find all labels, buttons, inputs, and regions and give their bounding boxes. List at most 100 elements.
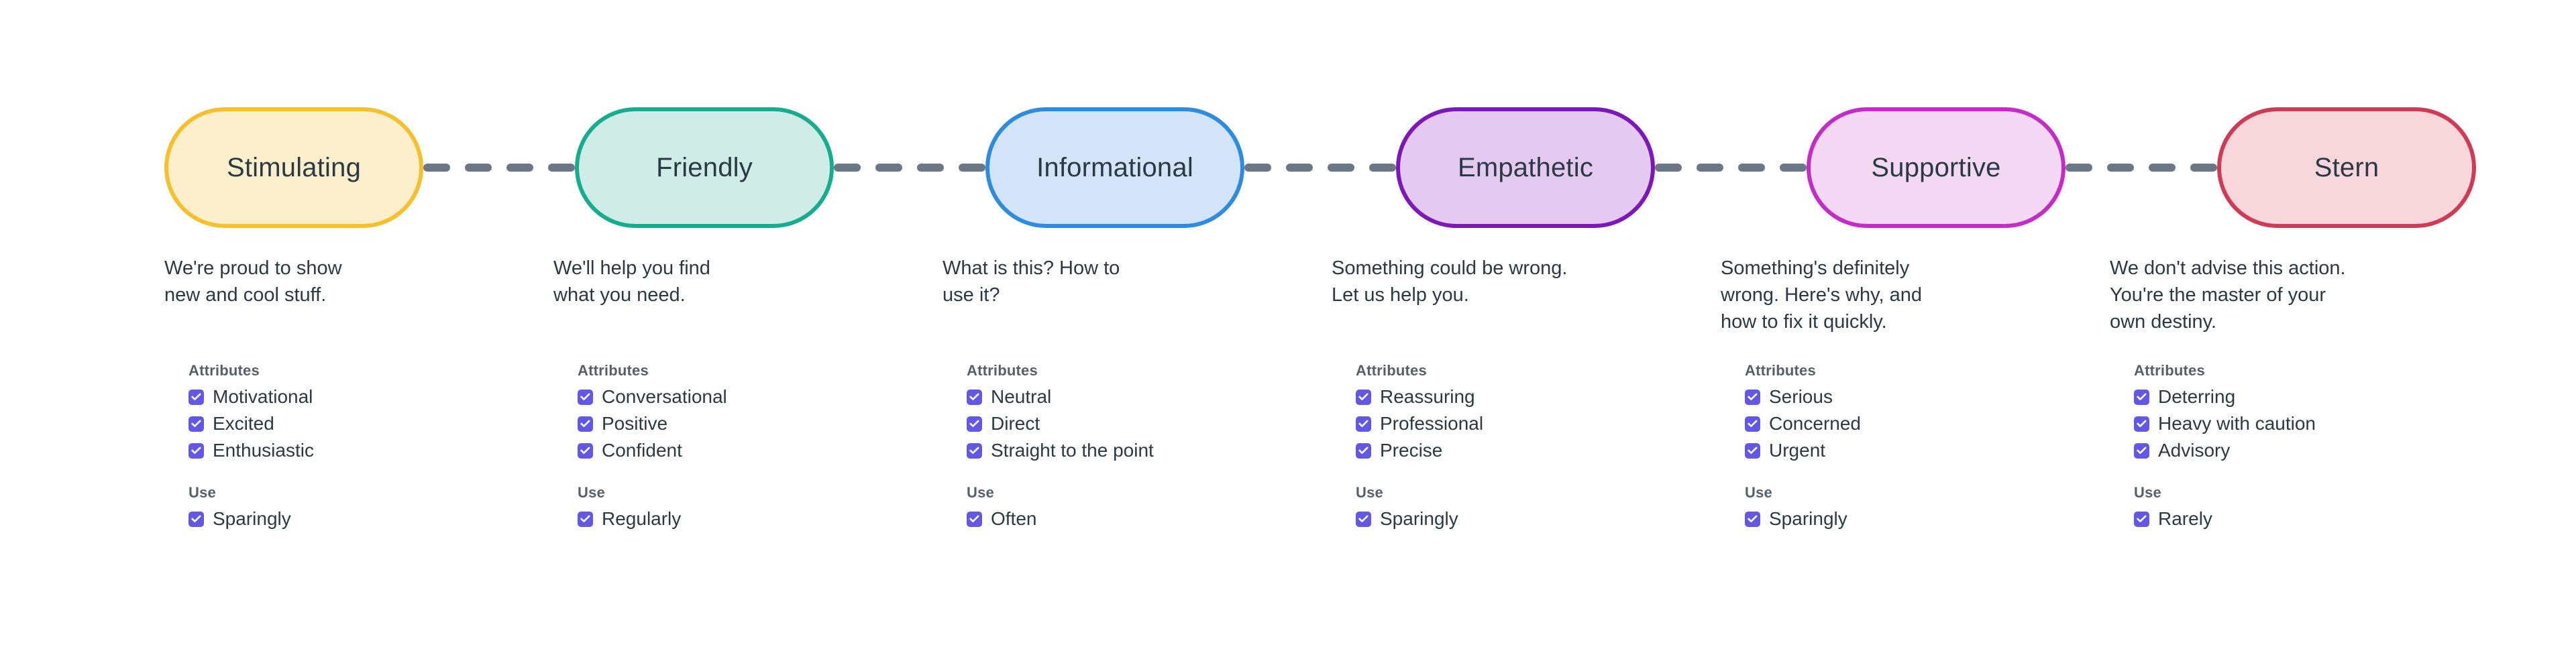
checkbox-row[interactable]: Rarely (2134, 506, 2483, 532)
checkbox-checked-icon[interactable] (2134, 511, 2149, 527)
use-heading: Use (967, 484, 994, 501)
tone-description: We don't advise this action. You're the … (2110, 257, 2346, 333)
use-heading: Use (1356, 484, 1383, 501)
checkbox-label: Concerned (1769, 413, 1861, 434)
checkbox-row[interactable]: Conversational (578, 384, 926, 410)
checkbox-checked-icon[interactable] (967, 416, 982, 432)
checkbox-row[interactable]: Reassuring (1356, 384, 1705, 410)
checkbox-row[interactable]: Precise (1356, 437, 1705, 464)
checkbox-label: Motivational (213, 386, 313, 407)
checkbox-checked-icon[interactable] (1356, 442, 1371, 459)
dash-segment (2149, 164, 2176, 172)
checkbox-row[interactable]: Advisory (2134, 437, 2483, 464)
checkbox-checked-icon[interactable] (967, 511, 982, 527)
checkbox-checked-icon[interactable] (2134, 389, 2149, 405)
checkbox-label: Reassuring (1380, 386, 1475, 407)
checkbox-checked-icon[interactable] (1356, 416, 1371, 432)
checkbox-checked-icon[interactable] (189, 442, 204, 459)
checkbox-row[interactable]: Concerned (1745, 410, 2094, 437)
checkbox-label: Neutral (991, 386, 1052, 407)
tone-pill-informational[interactable]: Informational (985, 107, 1244, 228)
dash-segment (2065, 164, 2092, 172)
checkbox-checked-icon[interactable] (1745, 511, 1760, 527)
checkbox-checked-icon[interactable] (578, 416, 593, 432)
checkbox-row[interactable]: Often (967, 506, 1316, 532)
dash-segment (1244, 164, 1271, 172)
tone-pill-stern[interactable]: Stern (2217, 107, 2476, 228)
checkbox-checked-icon[interactable] (1745, 389, 1760, 405)
checkbox-row[interactable]: Deterring (2134, 384, 2483, 410)
tone-pill-label: Stimulating (226, 153, 362, 182)
checkbox-label: Professional (1380, 413, 1484, 434)
use-heading: Use (189, 484, 216, 501)
checkbox-label: Enthusiastic (213, 440, 314, 461)
checkbox-checked-icon[interactable] (2134, 416, 2149, 432)
tone-pill-empathetic[interactable]: Empathetic (1396, 107, 1655, 228)
checkbox-label: Sparingly (1380, 508, 1458, 529)
checkbox-checked-icon[interactable] (2134, 442, 2149, 459)
checkbox-row[interactable]: Direct (967, 410, 1316, 437)
tone-pill-stimulating[interactable]: Stimulating (164, 107, 423, 228)
checkbox-row[interactable]: Urgent (1745, 437, 2094, 464)
checkbox-checked-icon[interactable] (967, 442, 982, 459)
dash-segment (548, 164, 575, 172)
dash-segment (465, 164, 492, 172)
checkbox-row[interactable]: Sparingly (1356, 506, 1705, 532)
checkbox-row[interactable]: Regularly (578, 506, 926, 532)
checkbox-row[interactable]: Positive (578, 410, 926, 437)
dashed-line-icon (1244, 164, 1396, 172)
tone-pill-friendly[interactable]: Friendly (575, 107, 834, 228)
checkbox-checked-icon[interactable] (1356, 389, 1371, 405)
checkbox-row[interactable]: Excited (189, 410, 537, 437)
dash-segment (875, 164, 902, 172)
checkbox-row[interactable]: Motivational (189, 384, 537, 410)
checkbox-checked-icon[interactable] (189, 511, 204, 527)
checkbox-label: Deterring (2158, 386, 2236, 407)
dash-segment (2107, 164, 2134, 172)
dash-segment (1328, 164, 1354, 172)
checkbox-label: Advisory (2158, 440, 2231, 461)
attributes-heading: Attributes (1356, 362, 1427, 379)
checkbox-label: Excited (213, 413, 274, 434)
tone-pill-row: Stimulating Friendly Informational Empathet… (164, 107, 2476, 228)
dashed-line-icon (2065, 164, 2217, 172)
dashed-line-icon (834, 164, 985, 172)
checkbox-row[interactable]: Straight to the point (967, 437, 1316, 464)
checkbox-row[interactable]: Neutral (967, 384, 1316, 410)
checkbox-checked-icon[interactable] (967, 389, 982, 405)
checkbox-checked-icon[interactable] (578, 511, 593, 527)
checkbox-row[interactable]: Heavy with caution (2134, 410, 2483, 437)
checkbox-row[interactable]: Professional (1356, 410, 1705, 437)
attributes-heading: Attributes (2134, 362, 2205, 379)
checkbox-row[interactable]: Sparingly (189, 506, 537, 532)
attributes-heading: Attributes (967, 362, 1038, 379)
checkbox-row[interactable]: Serious (1745, 384, 2094, 410)
tone-description: Something could be wrong. Let us help yo… (1332, 257, 1568, 306)
checkbox-label: Regularly (602, 508, 682, 529)
checkbox-row[interactable]: Confident (578, 437, 926, 464)
dash-segment (2190, 164, 2217, 172)
tone-pill-label: Supportive (1871, 153, 2001, 182)
checkbox-checked-icon[interactable] (1745, 416, 1760, 432)
checkbox-checked-icon[interactable] (578, 389, 593, 405)
attributes-heading: Attributes (1745, 362, 1816, 379)
tone-pill-supportive[interactable]: Supportive (1807, 107, 2065, 228)
checkbox-checked-icon[interactable] (189, 416, 204, 432)
checkbox-checked-icon[interactable] (1356, 511, 1371, 527)
checkbox-row[interactable]: Enthusiastic (189, 437, 537, 464)
checkbox-row[interactable]: Sparingly (1745, 506, 2094, 532)
checkbox-checked-icon[interactable] (189, 389, 204, 405)
checkbox-checked-icon[interactable] (578, 442, 593, 459)
checkbox-label: Often (991, 508, 1037, 529)
checkbox-checked-icon[interactable] (1745, 442, 1760, 459)
checkbox-label: Serious (1769, 386, 1833, 407)
dash-segment (959, 164, 985, 172)
tone-column-friendly: We'll help you find what you need.Attrib… (553, 255, 929, 528)
checkbox-label: Urgent (1769, 440, 1826, 461)
